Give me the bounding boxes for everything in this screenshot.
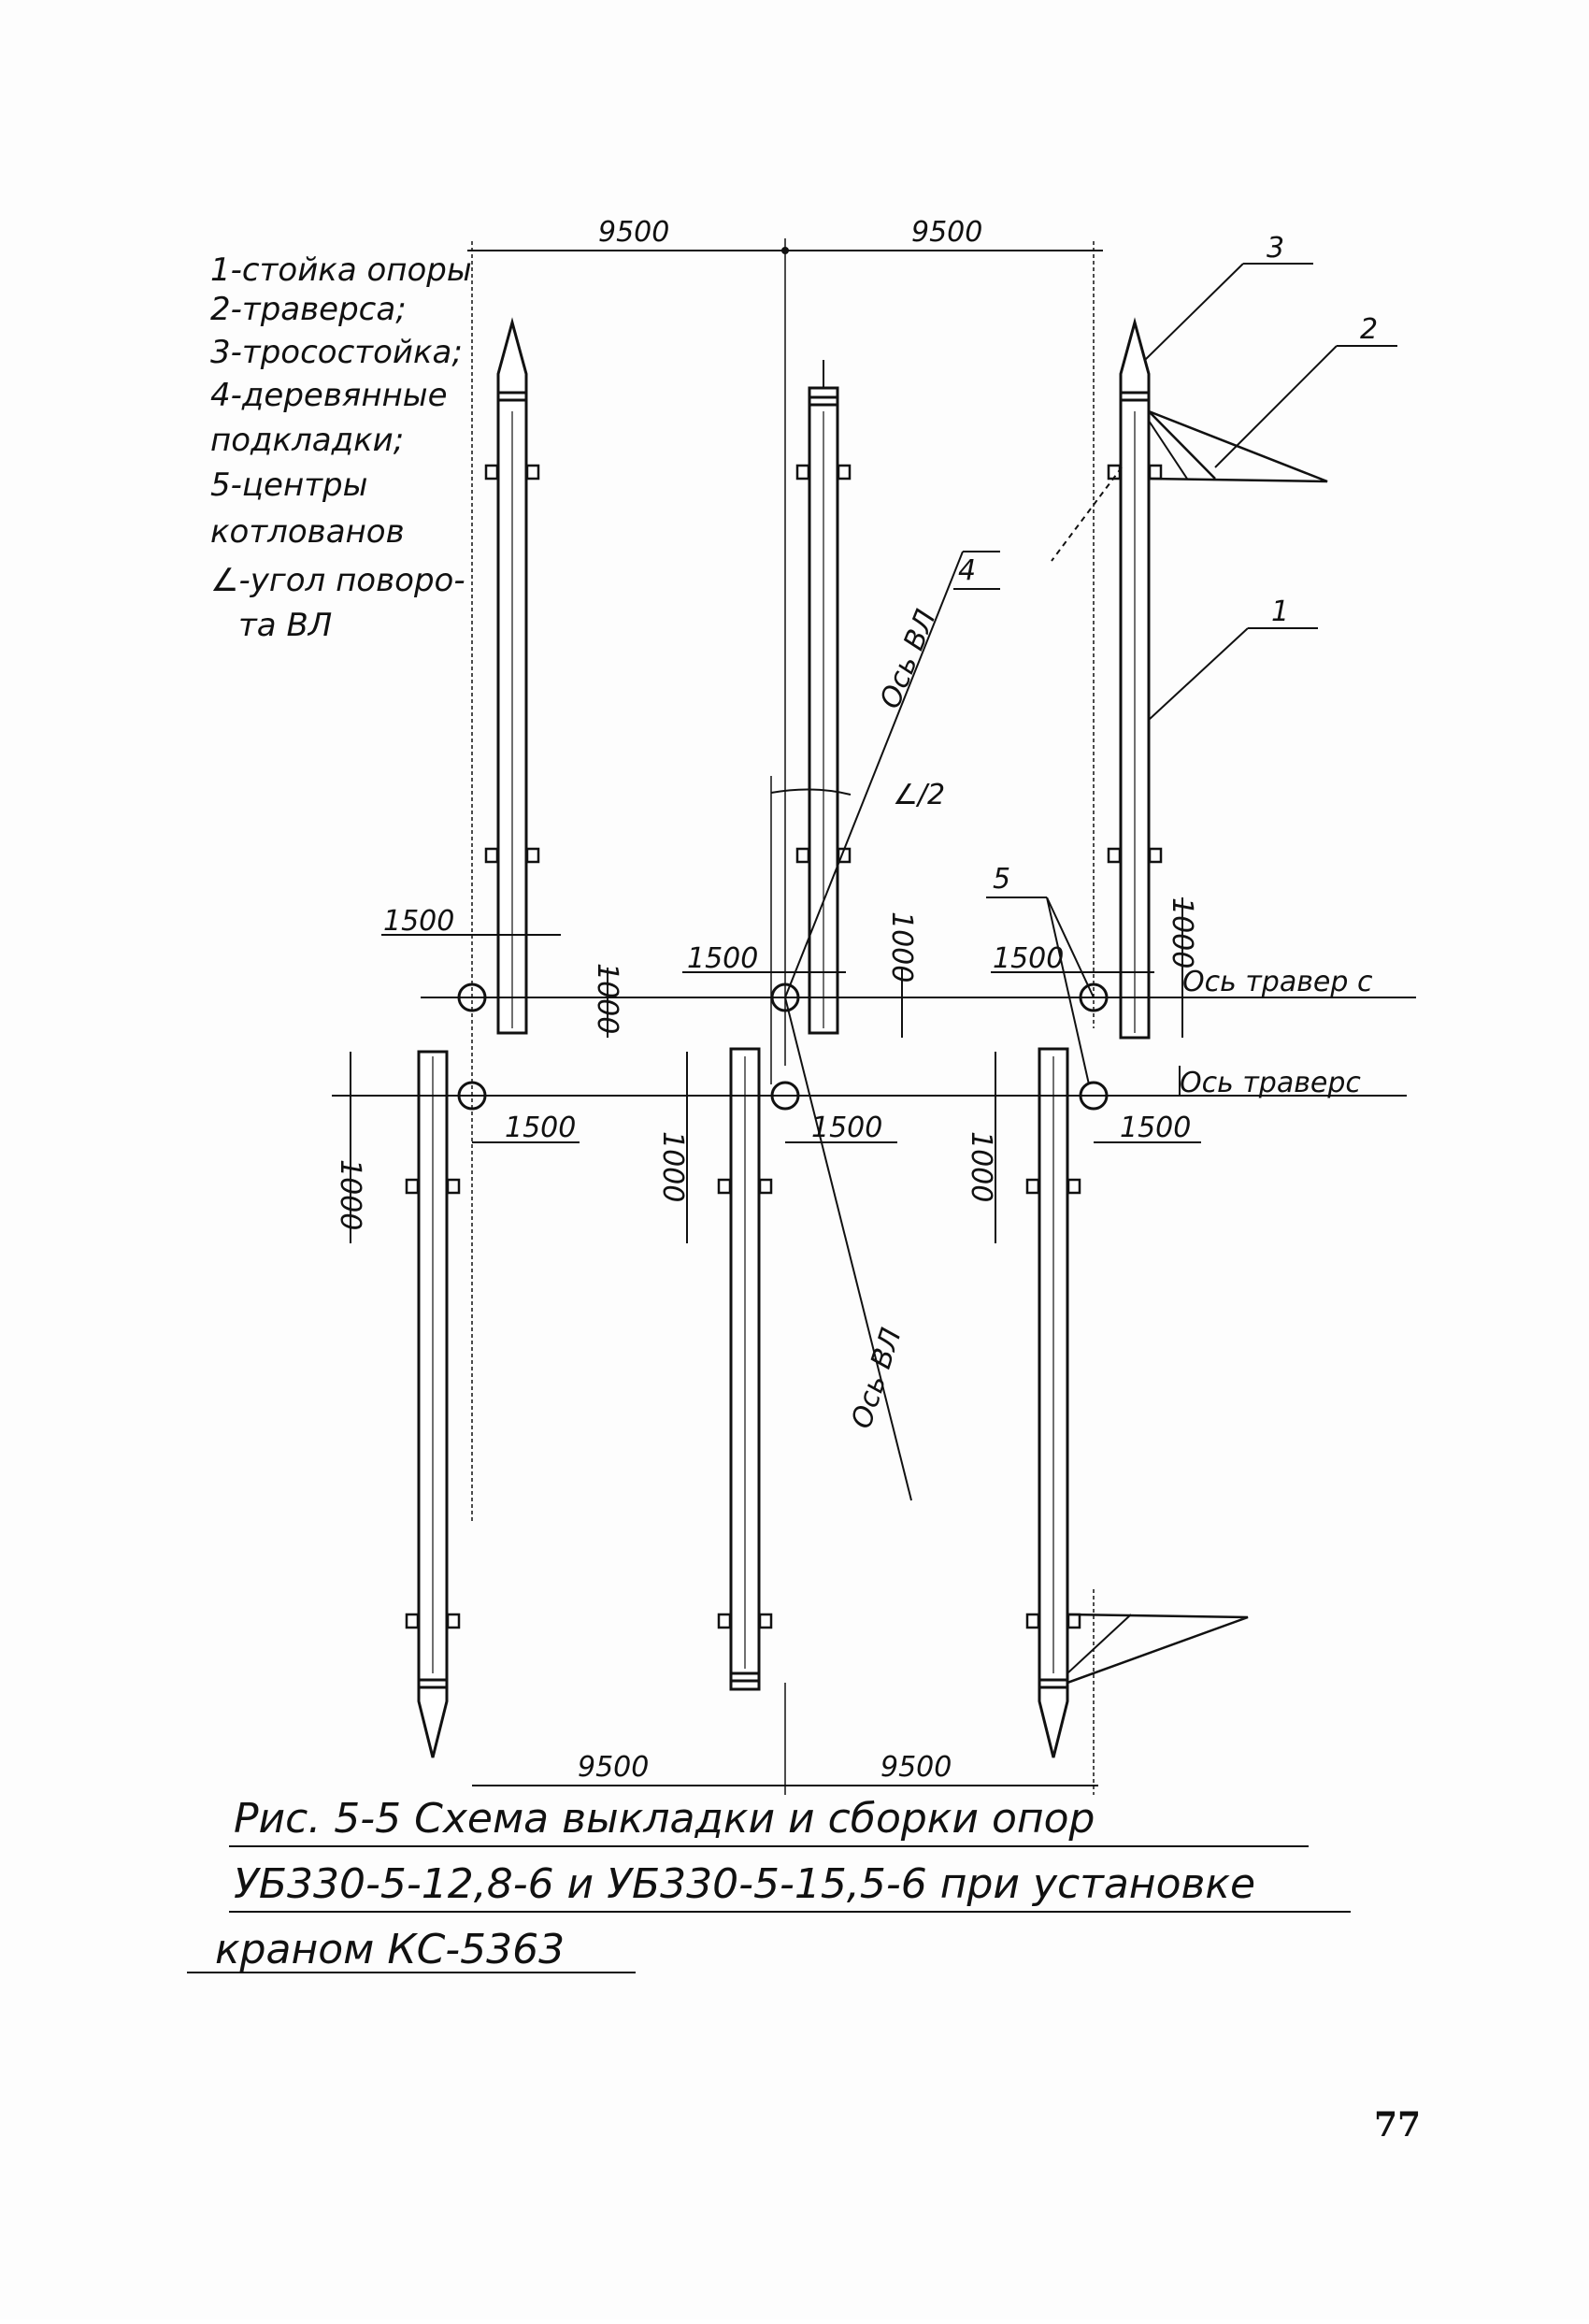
dimension-label: 9500 bbox=[911, 216, 982, 249]
legend-line: подкладки; bbox=[210, 422, 404, 459]
lower-poles bbox=[405, 1047, 1249, 1758]
caption-line: Рис. 5-5 Схема выкладки и сборки опор bbox=[234, 1795, 1095, 1843]
dimension-label: 1500 bbox=[811, 1112, 882, 1144]
legend-line: котлованов bbox=[210, 513, 405, 551]
line-axis: Ось ВЛ Ось ВЛ ∠/2 bbox=[770, 551, 1000, 1501]
callout-3: 3 bbox=[1267, 232, 1284, 265]
legend-line: ∠-угол поворо- bbox=[210, 562, 465, 599]
dimension-label: 9500 bbox=[578, 1751, 649, 1784]
dimension-label: 1000 bbox=[656, 1131, 689, 1202]
page-number: 77 bbox=[1374, 2105, 1421, 2145]
pole-upper-right bbox=[1107, 317, 1328, 1040]
callout-5: 5 bbox=[993, 863, 1010, 896]
figure-caption: Рис. 5-5 Схема выкладки и сборки опор УБ… bbox=[187, 1795, 1351, 1973]
dimension-label: 1000 bbox=[965, 1131, 997, 1202]
axis-label-vl: Ось ВЛ bbox=[874, 605, 943, 713]
axis-label-traverse: Ось травер с bbox=[1182, 966, 1373, 998]
pole-upper-middle bbox=[795, 360, 852, 1035]
callouts: 3 2 1 4 5 bbox=[953, 232, 1397, 1085]
caption-line: краном КС-5363 bbox=[215, 1926, 565, 1973]
caption-line: УБ330-5-12,8-6 и УБ330-5-15,5-6 при уста… bbox=[234, 1860, 1255, 1908]
dimension-label: 9500 bbox=[880, 1751, 952, 1784]
dimension-label: 1000 bbox=[591, 963, 623, 1034]
legend-line: та ВЛ bbox=[238, 607, 332, 644]
axis-label-vl: Ось ВЛ bbox=[845, 1325, 908, 1433]
callout-2: 2 bbox=[1360, 313, 1378, 346]
traverse-upper bbox=[1148, 409, 1328, 483]
top-dimension: 9500 9500 bbox=[467, 216, 1103, 1524]
pole-lower-middle bbox=[717, 1047, 773, 1691]
dimension-label: 1000 bbox=[1166, 897, 1198, 968]
dimension-label: 1500 bbox=[687, 942, 758, 975]
legend-line: 1-стойка опоры bbox=[210, 251, 472, 289]
offset-dimensions: 1500 1000 1500 1000 1500 1000 1000 1500 … bbox=[334, 897, 1201, 1243]
legend-line: 4-деревянные bbox=[210, 377, 448, 414]
dimension-label: 9500 bbox=[598, 216, 669, 249]
dimension-label: 1500 bbox=[993, 942, 1064, 975]
legend-line: 5-центры bbox=[210, 466, 367, 504]
callout-1: 1 bbox=[1271, 595, 1289, 628]
dimension-label: 1500 bbox=[1120, 1112, 1191, 1144]
pole-upper-left bbox=[484, 317, 540, 1035]
legend-line: 3-тросостойка; bbox=[210, 334, 463, 371]
legend: 1-стойка опоры 2-траверса; 3-тросостойка… bbox=[210, 251, 472, 644]
pole-lower-right bbox=[1025, 1047, 1249, 1758]
dimension-label: 1500 bbox=[505, 1112, 576, 1144]
dimension-label: 1500 bbox=[383, 905, 454, 938]
half-angle-label: ∠/2 bbox=[893, 779, 945, 811]
dimension-label: 1000 bbox=[334, 1159, 366, 1230]
traverse-axes: Ось травер с Ось траверс bbox=[332, 966, 1416, 1111]
callout-4: 4 bbox=[958, 554, 976, 587]
bottom-dimension: 9500 9500 bbox=[472, 1589, 1098, 1795]
legend-line: 2-траверса; bbox=[210, 291, 407, 328]
traverse-lower bbox=[1066, 1613, 1249, 1685]
dimension-label: 1000 bbox=[885, 911, 918, 983]
axis-label-traverse: Ось траверс bbox=[1180, 1067, 1361, 1099]
pole-lower-left bbox=[405, 1050, 461, 1758]
